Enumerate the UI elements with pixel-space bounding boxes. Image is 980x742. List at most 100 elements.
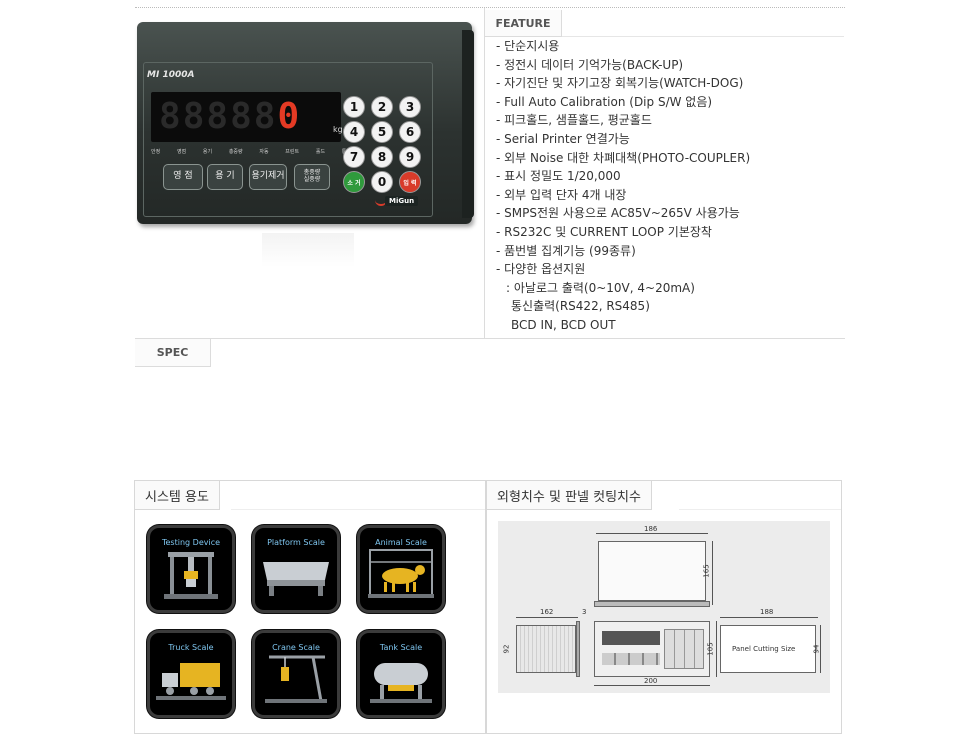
feature-item: - 다양한 옵션지원 [496,262,586,277]
cut-width-label: 188 [760,608,774,616]
dimension-drawing: 186 165 162 3 92 105 200 188 Panel Cutti… [498,521,830,693]
top-view-body [598,541,706,601]
testing-device-icon [164,552,218,599]
indicator-label: 영점 [176,149,187,155]
indicator-label: 용기 [202,149,213,155]
feature-item: - 품번별 집계기능 (99종류) [496,243,636,258]
front-view-keys [664,629,704,669]
feature-tab: FEATURE [485,10,562,37]
display-digit-lit: 0 [277,96,300,137]
indicator-label: 프린트 [285,149,300,155]
key-7: 7 [343,146,365,168]
front-width-line [594,685,710,686]
feature-item: - 단순지시용 [496,39,560,53]
system-use-title: 시스템 용도 [135,481,220,510]
status-indicators: 안정 영점 용기 총중량 자동 프린트 홀드 통신 [151,148,351,155]
dimensions-box: 외형치수 및 판넬 컷팅치수 186 165 162 3 92 105 200 … [486,480,842,734]
feature-item: - RS232C 및 CURRENT LOOP 기본장착 [496,224,712,239]
tare-key: 용 기 [207,164,243,190]
display-digit: 8 [206,96,229,137]
cut-width-line [720,617,818,618]
truck-scale-icon [156,663,226,700]
tile-label: Platform Scale [267,538,325,547]
top-width-label: 186 [644,525,658,533]
tile-label: Tank Scale [379,643,423,652]
tile-platform-scale: Platform Scale [252,525,340,613]
display-digit: 8 [230,96,252,137]
key-enter: 입 력 [399,171,421,193]
indicator-label: 안정 [151,149,161,155]
display-digit: 8 [253,96,276,137]
zero-key: 영 점 [163,164,203,190]
feature-tab-line [562,36,844,37]
key-8: 8 [371,146,393,168]
feature-item: - 표시 정밀도 1/20,000 [496,169,621,184]
product-image: MI 1000A 8 8 8 8 8 0 kg 안정 영점 용기 총중량 자동 … [137,22,474,224]
feature-subitem: : 아날로그 출력(0~10V, 4~20mA) [506,280,695,295]
display-digit: 8 [182,96,205,137]
indicator-label: 총중량 [228,149,243,155]
tile-testing-device: Testing Device [147,525,235,613]
side-gap-label: 3 [582,608,587,616]
dimensions-title-line [679,509,841,510]
brand-swoosh [375,200,387,206]
gross-net-key: 총중량 실중량 [294,164,330,190]
tare-clear-key: 용기제거 [249,164,287,190]
side-height-label: 92 [502,644,511,654]
model-label: MI 1000A [147,70,195,80]
tile-label: Crane Scale [272,643,320,652]
crane-scale-icon [265,655,327,703]
key-1: 1 [343,96,365,118]
front-height-line [716,621,717,677]
tile-label: Truck Scale [168,643,214,652]
indicator-label: 홀드 [315,149,326,155]
top-width-line [596,533,708,534]
dimensions-title: 외형치수 및 판넬 컷팅치수 [487,481,652,510]
feature-item: - 자기진단 및 자기고장 회복기능(WATCH-DOG) [496,76,744,91]
front-view-buttons [602,653,660,665]
feature-divider [484,8,485,338]
front-width-label: 200 [644,677,658,685]
feature-list: - 단순지시용 - 정전시 데이터 기억가능(BACK-UP) - 자기진단 및… [496,37,841,335]
tank-scale-icon [370,663,432,703]
top-height-label: 165 [702,564,711,578]
cut-label: Panel Cutting Size [732,645,796,653]
key-2: 2 [371,96,393,118]
feature-item: - 외부 Noise 대한 차폐대책(PHOTO-COUPLER) [496,150,751,165]
unit-label: kg [333,125,343,134]
top-view-flange [594,601,710,607]
key-0: 0 [371,171,393,193]
cut-height-line [820,625,821,673]
feature-item: - 피크홀드, 샘플홀드, 평균홀드 [496,113,652,128]
platform-scale-icon [263,562,329,596]
front-view-display [602,631,660,645]
display-digit: 8 [159,96,181,137]
product-reflection [262,233,354,267]
top-height-line [712,541,713,605]
indicator-label: 자동 [259,149,269,155]
key-9: 9 [399,146,421,168]
key-4: 4 [343,121,365,143]
key-clear: 소 거 [343,171,365,193]
key-6: 6 [399,121,421,143]
feature-subitem: 통신출력(RS422, RS485) [511,299,650,314]
indicator-side [462,30,474,218]
side-depth-label: 162 [540,608,554,616]
top-divider [135,7,845,8]
feature-subitem: BCD IN, BCD OUT [511,317,616,332]
panel-cut-outline [720,625,816,673]
spec-divider [135,338,845,339]
tile-crane-scale: Crane Scale [252,630,340,718]
spec-tab: SPEC [135,339,211,367]
system-use-title-line [231,509,485,510]
side-depth-line [516,617,578,618]
front-height-label: 105 [706,642,715,656]
feature-item: - 정전시 데이터 기억가능(BACK-UP) [496,57,684,72]
side-view-body [516,625,576,673]
key-5: 5 [371,121,393,143]
side-view-flange [576,621,580,677]
key-3: 3 [399,96,421,118]
feature-item: - Full Auto Calibration (Dip S/W 없음) [496,94,713,109]
tile-animal-scale: Animal Scale [357,525,445,613]
cut-height-label: 94 [812,644,821,654]
